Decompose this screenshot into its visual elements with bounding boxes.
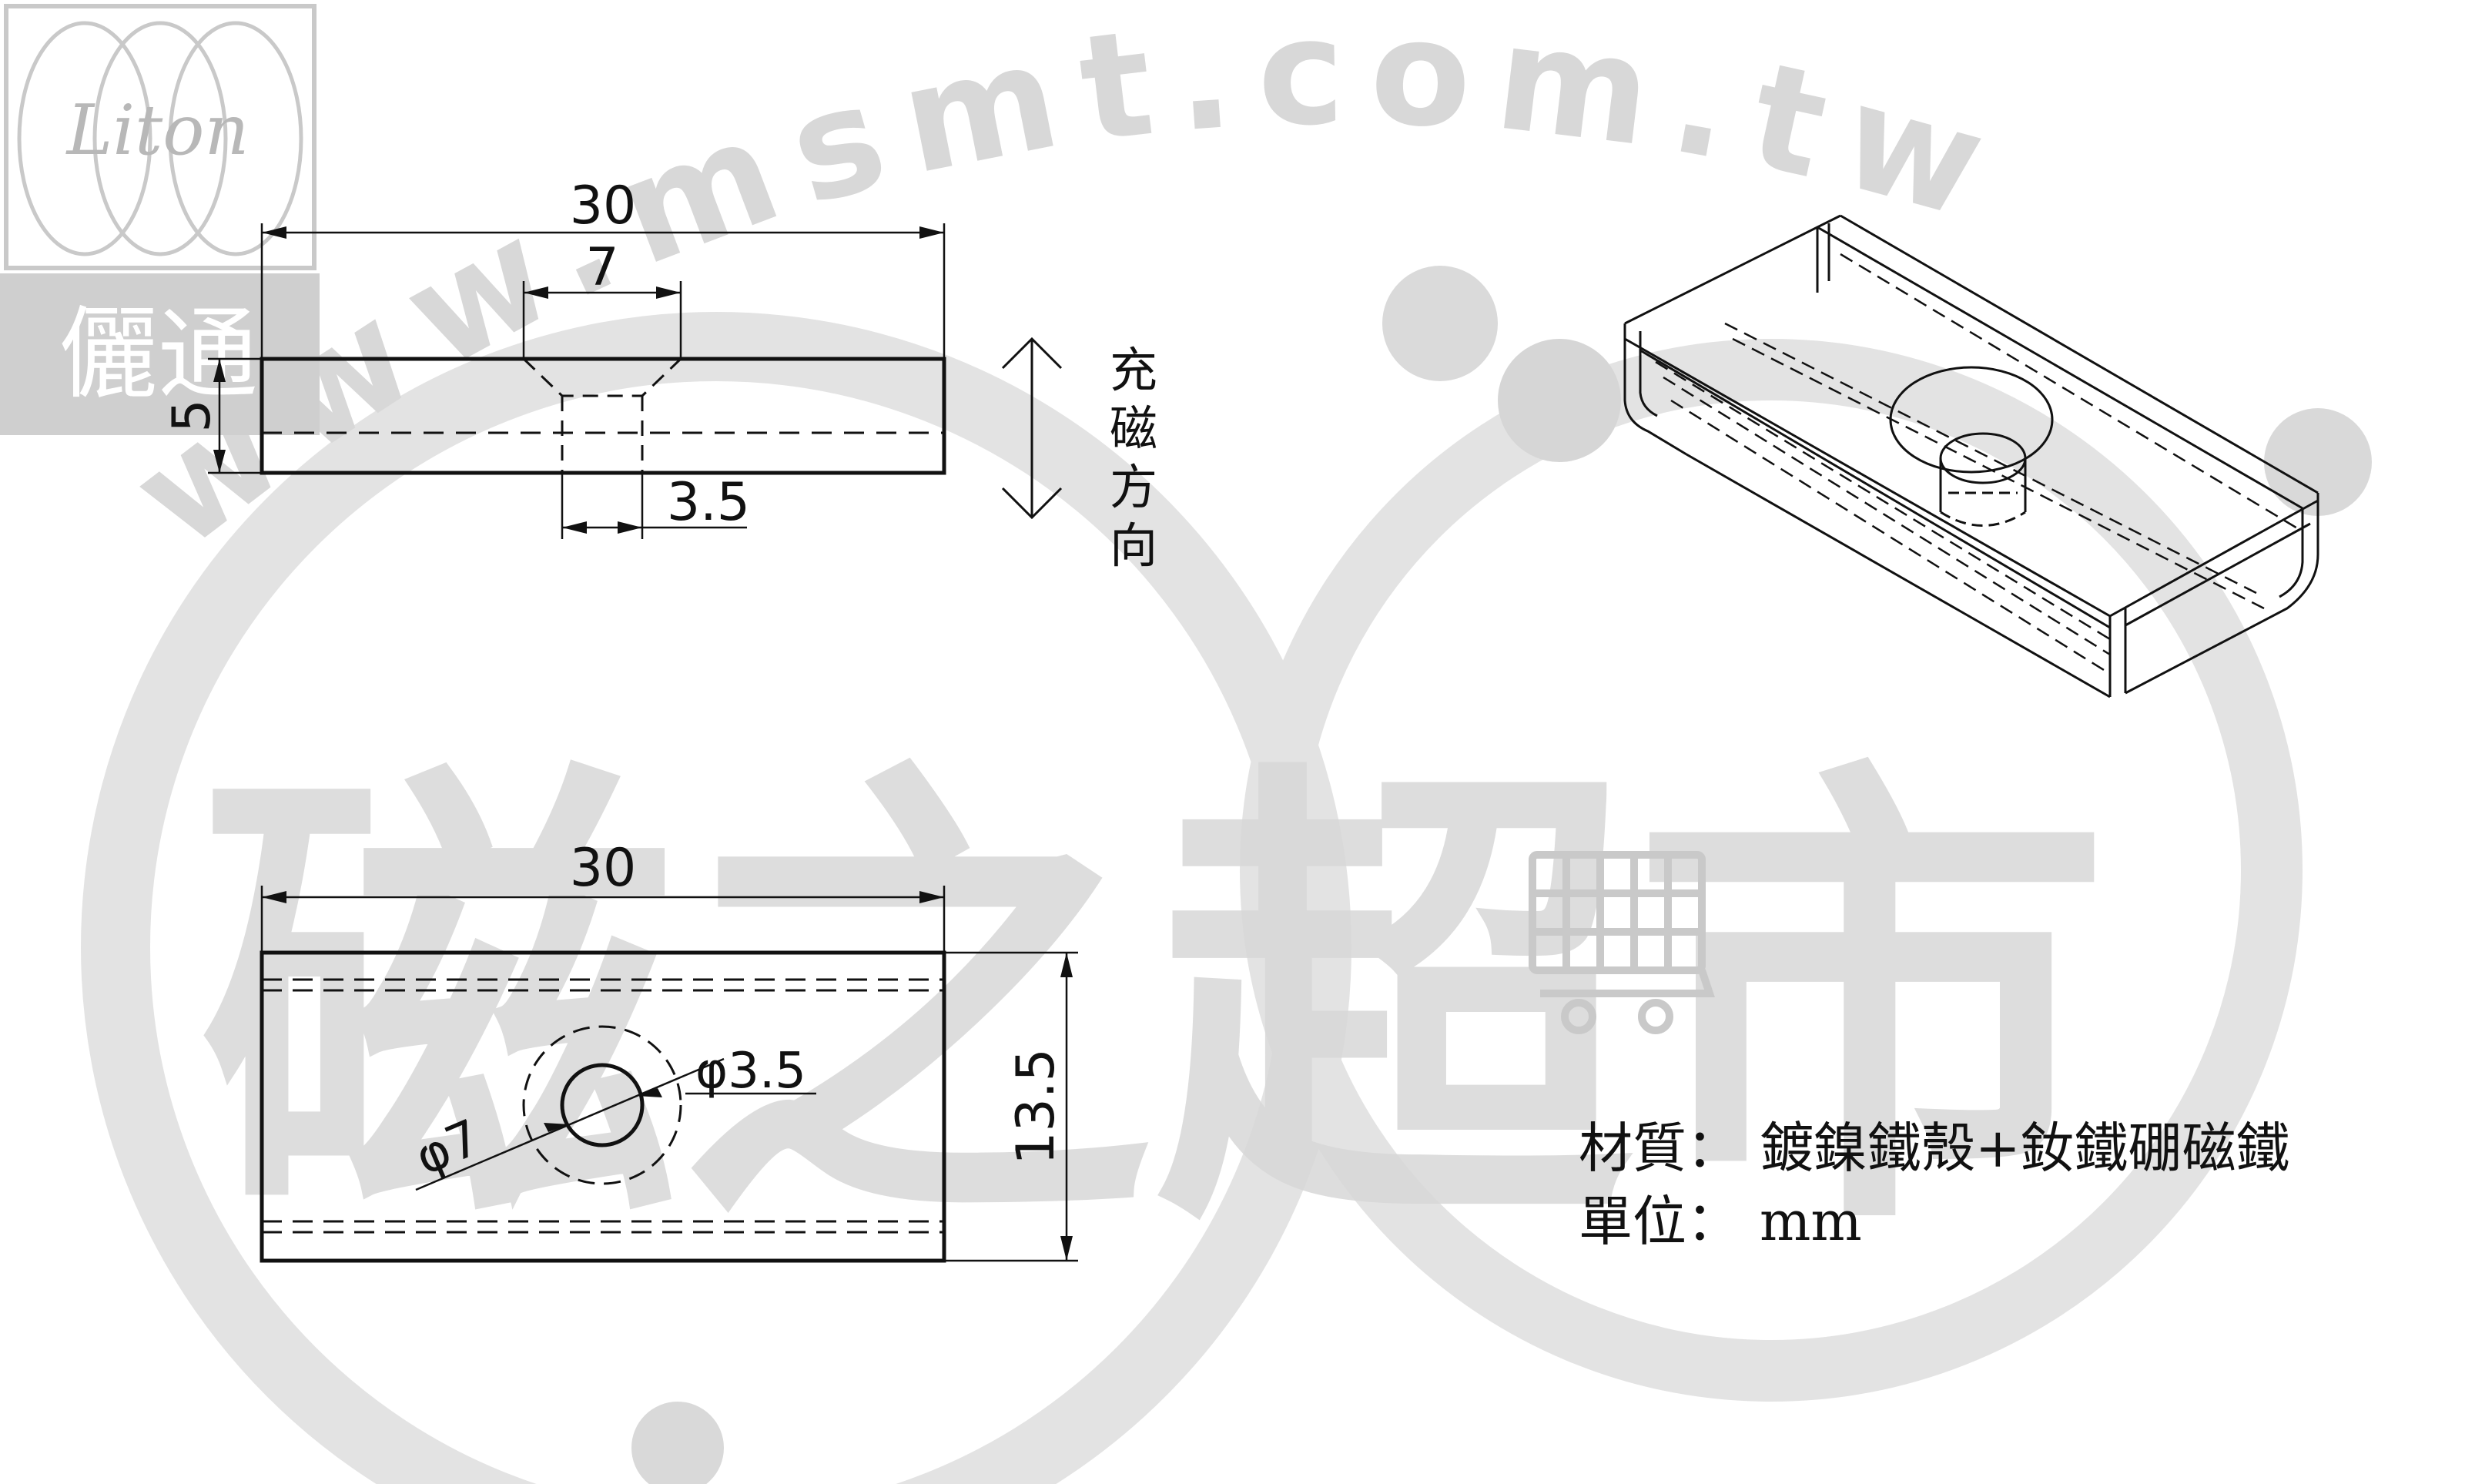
watermark-ball-2 [1382, 266, 1498, 381]
side-countersink-dim: 7 [585, 237, 618, 298]
watermark-ball-1 [1498, 339, 1621, 462]
unit-value: mm [1760, 1190, 1862, 1253]
top-view [260, 886, 1078, 1263]
material-label: 材質： [1579, 1117, 1740, 1180]
watermark-brand: 磁之超市 [200, 729, 2110, 1284]
side-body-outline [260, 357, 946, 475]
isometric-view [1623, 214, 2319, 698]
watermark-circle-right [1240, 339, 2303, 1402]
through-hole [560, 1063, 645, 1147]
magnetization-char-2: 磁 [1110, 400, 1157, 457]
spec-block: 材質： 鍍鎳鐵殼+釹鐵硼磁鐵 單位： mm [1579, 1117, 2290, 1253]
side-thickness-dim: 5 [162, 399, 223, 432]
magnetization-char-3: 方 [1110, 459, 1157, 515]
shopping-cart-icon [1529, 851, 1715, 1034]
countersink-circle [522, 1025, 682, 1185]
watermark-ball-3 [2264, 408, 2372, 516]
side-hole-dim: 3.5 [667, 472, 750, 533]
company-logo: Liton 儷通 [0, 0, 320, 435]
watermark-circle-left [81, 312, 1351, 1484]
side-view [208, 223, 1063, 539]
countersink-profile [522, 357, 682, 397]
iso-countersink [1889, 366, 2054, 474]
magnetization-char-4: 向 [1110, 518, 1157, 574]
top-width-dim: 30 [570, 838, 637, 899]
magnetization-char-1: 充 [1110, 342, 1157, 398]
inner-hole-dim: φ3.5 [695, 1043, 806, 1100]
top-height-dim: 13.5 [1006, 1048, 1067, 1164]
logo-text: Liton [65, 90, 250, 171]
top-body-outline [260, 950, 946, 1263]
material-value: 鍍鎳鐵殼+釹鐵硼磁鐵 [1760, 1117, 2290, 1180]
logo-chinese: 儷通 [58, 296, 258, 413]
watermark-ball-4 [631, 1402, 724, 1484]
side-width-dim: 30 [570, 176, 637, 236]
unit-label: 單位： [1579, 1190, 1740, 1253]
side-view-labels: 30 7 5 3.5 充 磁 方 向 [162, 176, 1157, 574]
